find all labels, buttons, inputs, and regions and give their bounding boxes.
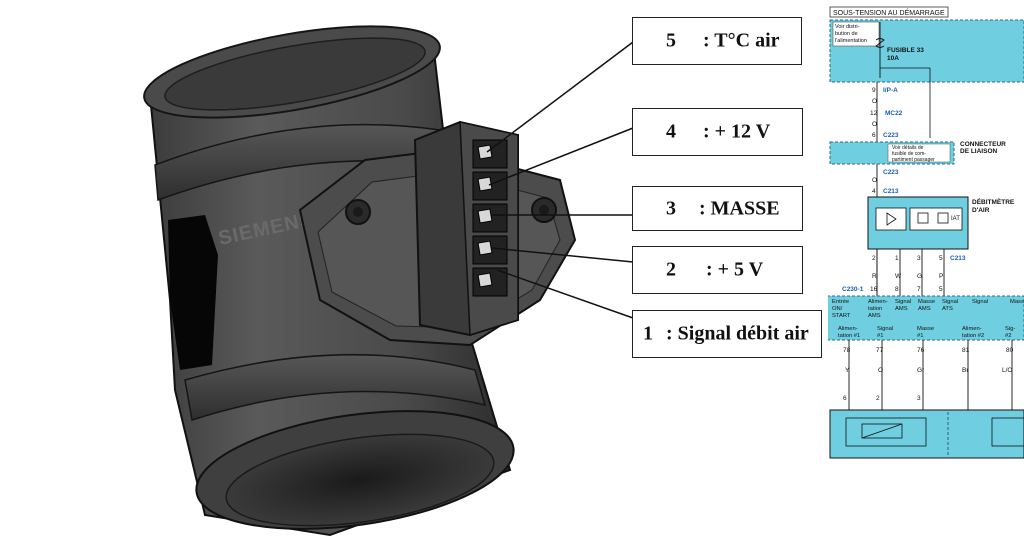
svg-text:Entrée: Entrée	[832, 299, 849, 305]
pin-function: : + 12 V	[703, 120, 771, 143]
wiring-diagram: SOUS-TENSION AU DÉMARRAGE Voir distri- b…	[828, 6, 1024, 459]
svg-text:START: START	[832, 313, 851, 319]
svg-text:Signal: Signal	[942, 299, 958, 305]
svg-text:L/O: L/O	[1002, 367, 1012, 374]
pin-function: : T°C air	[703, 29, 780, 52]
svg-text:Gr: Gr	[917, 367, 925, 374]
svg-text:IAT: IAT	[951, 216, 960, 222]
svg-text:tation #1: tation #1	[838, 333, 860, 339]
pin-label-1: 1 : Signal débit air	[632, 310, 822, 358]
svg-text:5: 5	[939, 286, 943, 293]
svg-text:C223: C223	[883, 132, 899, 139]
svg-text:ATS: ATS	[942, 306, 953, 312]
svg-text:Signal: Signal	[895, 299, 911, 305]
svg-text:Br: Br	[962, 367, 969, 374]
svg-text:partiment passager: partiment passager	[892, 157, 935, 163]
pin-number: 1	[643, 322, 653, 345]
svg-text:AMS: AMS	[918, 306, 931, 312]
svg-text:tation #2: tation #2	[962, 333, 984, 339]
svg-text:6: 6	[843, 395, 847, 402]
svg-text:MC22: MC22	[885, 110, 903, 117]
svg-text:#1: #1	[917, 333, 923, 339]
svg-text:Voir détails de: Voir détails de	[892, 145, 924, 151]
pin-function: : MASSE	[699, 197, 780, 219]
pin-function: : + 5 V	[706, 258, 764, 281]
air-flow-meter-illustration: SIEMENS	[143, 25, 577, 537]
svg-text:Alimen-: Alimen-	[868, 299, 888, 305]
pin-label-4: 4 : + 12 V	[632, 108, 803, 156]
svg-text:8: 8	[895, 286, 899, 293]
svg-text:6: 6	[872, 132, 876, 139]
svg-text:P: P	[939, 273, 943, 280]
svg-text:4: 4	[872, 188, 876, 195]
svg-text:tation: tation	[868, 306, 882, 312]
svg-text:81: 81	[962, 347, 970, 354]
sensor-box	[829, 409, 1024, 459]
fuse-note-3: l'alimentation	[835, 38, 867, 44]
svg-text:O: O	[872, 98, 877, 105]
pin-function: : Signal débit air	[666, 322, 809, 345]
svg-text:Y: Y	[845, 367, 850, 374]
svg-text:Mass: Mass	[1010, 299, 1024, 305]
svg-text:2: 2	[876, 395, 880, 402]
svg-text:O: O	[872, 121, 877, 128]
svg-text:16: 16	[870, 286, 878, 293]
svg-text:C213: C213	[950, 255, 966, 262]
svg-text:#2: #2	[1005, 333, 1011, 339]
pin-label-3: 3 : MASSE	[632, 186, 803, 231]
svg-text:5: 5	[939, 255, 943, 262]
svg-text:Alimen-: Alimen-	[962, 326, 982, 332]
svg-text:1: 1	[895, 255, 899, 262]
svg-text:R: R	[872, 273, 877, 280]
svg-text:76: 76	[917, 347, 925, 354]
svg-text:#1: #1	[877, 333, 883, 339]
svg-text:78: 78	[843, 347, 851, 354]
svg-text:Alimen-: Alimen-	[838, 326, 858, 332]
wiring-header: SOUS-TENSION AU DÉMARRAGE	[833, 8, 945, 17]
svg-text:Masse: Masse	[917, 326, 934, 332]
svg-text:7: 7	[917, 286, 921, 293]
svg-text:DE LIAISON: DE LIAISON	[960, 148, 998, 155]
svg-text:3: 3	[917, 395, 921, 402]
svg-text:9: 9	[872, 87, 876, 94]
svg-text:AMS: AMS	[868, 313, 881, 319]
svg-text:AMS: AMS	[895, 306, 908, 312]
svg-text:12: 12	[870, 110, 878, 117]
pin-number: 4	[666, 120, 676, 143]
svg-text:I/P-A: I/P-A	[883, 87, 898, 94]
fuse-note-1: Voir distri-	[835, 24, 860, 30]
svg-text:ON/: ON/	[832, 306, 843, 312]
svg-text:G: G	[917, 273, 922, 280]
svg-text:C223: C223	[883, 169, 899, 176]
pin-number: 2	[666, 258, 676, 281]
svg-text:3: 3	[917, 255, 921, 262]
svg-text:DÉBITMÈTRE: DÉBITMÈTRE	[972, 197, 1015, 206]
svg-text:77: 77	[876, 347, 884, 354]
svg-text:O: O	[872, 177, 877, 184]
fuse-label-1: FUSIBLE 33	[887, 47, 924, 54]
fuse-note-2: bution de	[835, 31, 858, 37]
pin-number: 3	[666, 197, 676, 219]
svg-text:CONNECTEUR: CONNECTEUR	[960, 141, 1006, 148]
svg-text:Signal: Signal	[972, 299, 988, 305]
svg-text:Sig-: Sig-	[1005, 326, 1015, 332]
svg-text:Masse: Masse	[918, 299, 935, 305]
svg-text:fusible de com-: fusible de com-	[892, 151, 926, 157]
pin-number: 5	[666, 29, 676, 52]
fuse-label-2: 10A	[887, 55, 899, 62]
svg-text:80: 80	[1006, 347, 1014, 354]
svg-text:O: O	[878, 367, 883, 374]
svg-text:Signal: Signal	[877, 326, 893, 332]
svg-text:D'AIR: D'AIR	[972, 207, 990, 214]
svg-text:W: W	[895, 273, 902, 280]
side-shadow	[168, 215, 218, 370]
pin-label-5: 5 : T°C air	[632, 17, 802, 65]
svg-text:C213: C213	[883, 188, 899, 195]
connector-pins	[472, 139, 508, 297]
lower-ring	[184, 353, 487, 421]
svg-text:C230-1: C230-1	[842, 286, 864, 293]
svg-text:2: 2	[872, 255, 876, 262]
pin-label-2: 2 : + 5 V	[632, 246, 803, 294]
